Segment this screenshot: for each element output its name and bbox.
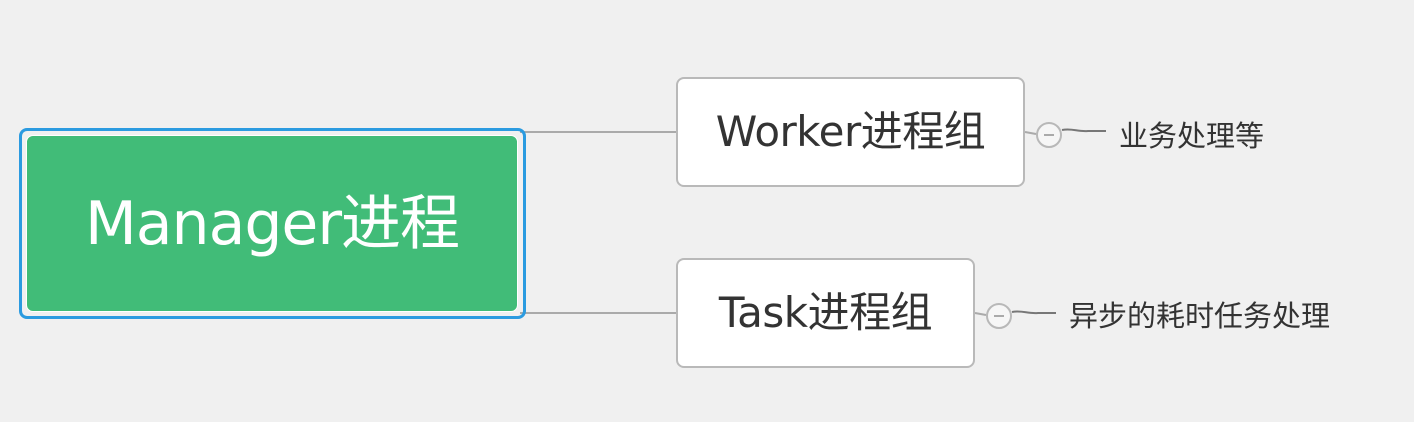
root-topic-manager[interactable]: Manager进程 <box>26 135 518 312</box>
root-selection-outline <box>19 128 526 319</box>
root-topic-label: Manager进程 <box>85 188 460 259</box>
connector-worker-collapse <box>1024 131 1037 135</box>
connector-task-subtopic <box>1011 310 1056 315</box>
topic-task-label: Task进程组 <box>718 288 933 337</box>
connector-worker-subtopic <box>1061 128 1106 133</box>
subtopic-task-detail[interactable]: 异步的耗时任务处理 <box>1069 299 1331 333</box>
minus-circle-icon[interactable] <box>986 303 1012 329</box>
topic-worker-label: Worker进程组 <box>715 107 986 156</box>
topic-task-group[interactable]: Task进程组 <box>676 258 975 368</box>
connector-task-collapse <box>974 312 987 316</box>
subtopic-worker-detail[interactable]: 业务处理等 <box>1119 119 1265 153</box>
topic-worker-group[interactable]: Worker进程组 <box>676 77 1025 187</box>
minus-circle-icon[interactable] <box>1036 122 1062 148</box>
